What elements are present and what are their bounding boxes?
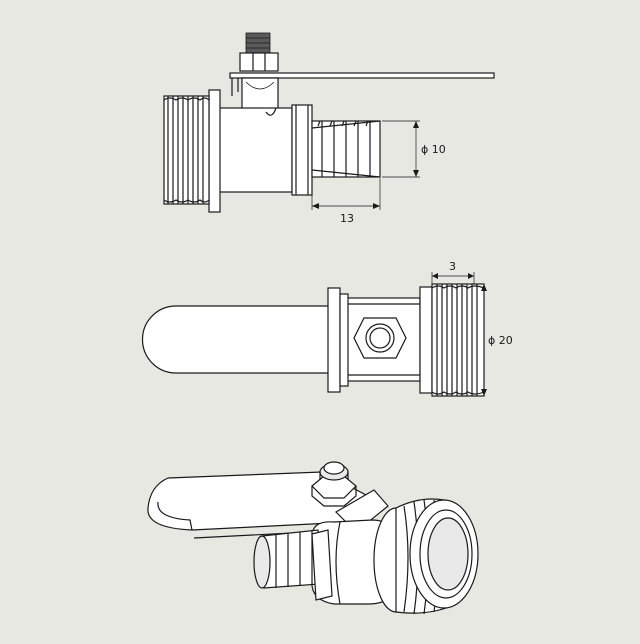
dim-outlet-diameter-label: ϕ 10 — [421, 143, 446, 156]
side-view-body — [217, 107, 293, 193]
side-view: ϕ 10 13 — [163, 32, 495, 225]
side-view-handle-lever — [229, 72, 495, 96]
dim-thread-length-label: 3 — [449, 260, 456, 273]
dim-outlet-diameter: ϕ 10 — [382, 120, 446, 178]
dim-outlet-length-label: 13 — [340, 212, 354, 225]
top-view: 3 ϕ 20 — [141, 260, 513, 397]
side-view-hose-barb — [311, 120, 381, 178]
top-view-handle — [141, 305, 347, 374]
top-view-flange — [419, 286, 433, 394]
side-view-threaded-fitting — [163, 95, 210, 205]
top-view-threaded-end — [431, 283, 485, 397]
dim-thread-length: 3 — [431, 260, 475, 284]
dim-thread-diameter-label: ϕ 20 — [488, 334, 513, 347]
iso-view-stem-nut — [311, 461, 357, 507]
iso-view-connector-nut — [311, 529, 333, 601]
side-view-stem-nut — [239, 32, 279, 72]
iso-view-threaded-end — [373, 498, 479, 615]
side-view-flange — [208, 89, 221, 213]
isometric-view — [147, 461, 479, 615]
dim-thread-diameter: ϕ 20 — [481, 284, 513, 396]
side-view-connector-nut — [291, 104, 313, 196]
dim-outlet-length: 13 — [311, 178, 381, 225]
top-view-hex-nut — [353, 317, 407, 359]
top-view-bracket — [327, 287, 341, 393]
iso-view-hose-barb — [253, 529, 321, 589]
